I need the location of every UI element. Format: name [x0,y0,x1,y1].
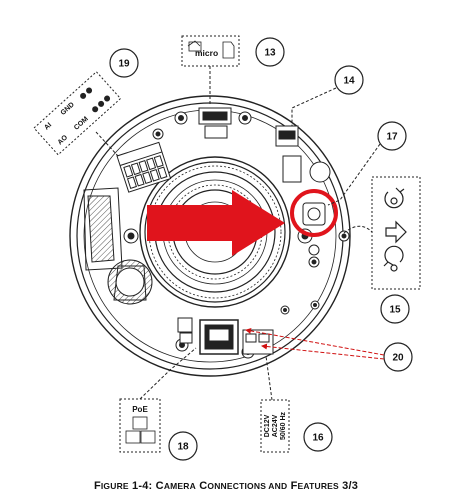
highlight-circle [290,189,338,237]
callout-14: 14 [291,65,364,126]
caption-part: 1-4: C [128,480,164,492]
left-bracket [83,187,153,305]
callout-20-number: 20 [392,353,404,364]
power-label-hz: 50/60 Hz [280,411,287,440]
callout-13: micro 13 [181,35,285,106]
function-switch [302,202,326,256]
callout-20: 20 [245,327,413,372]
callout-17: 17 [327,121,407,206]
micro-label: micro [195,48,218,58]
callout-18-number: 18 [177,442,189,453]
callout-19-number: 19 [118,59,130,70]
callout-18: PoE 18 [119,347,198,461]
caption-part: IGURE [100,481,129,491]
figure-caption: FIGURE 1-4: CAMERA CONNECTIONS AND FEATU… [0,480,452,492]
callout-15-number: 15 [389,305,401,316]
rj45-port [177,317,239,355]
internal-connector [275,125,331,183]
callout-16: DC12V AC24V 50/60 Hz 16 [260,355,333,453]
terminal-block [116,141,172,193]
caption-part: F [287,480,298,492]
caption-part: C [195,480,208,492]
callout-17-number: 17 [386,132,398,143]
callout-19: 19 AI GND AO COM [33,48,139,157]
callout-13-number: 13 [264,48,276,59]
poe-label: PoE [132,405,148,414]
caption-part: EATURES [297,481,339,491]
highlight-arrow [147,190,285,256]
caption-part: 3/3 [338,480,359,492]
terminal-label-ai: AI [43,122,53,132]
power-label-ac: AC24V [272,414,279,437]
caption-part: F [93,480,101,492]
microsd-slot [198,107,232,139]
callout-15: 15 [343,176,421,324]
power-label-dc: DC12V [264,414,271,437]
callout-14-number: 14 [343,76,355,87]
caption-part: ONNECTIONS AND [207,481,288,491]
caption-part: AMERA [163,481,196,491]
callout-16-number: 16 [312,433,324,444]
